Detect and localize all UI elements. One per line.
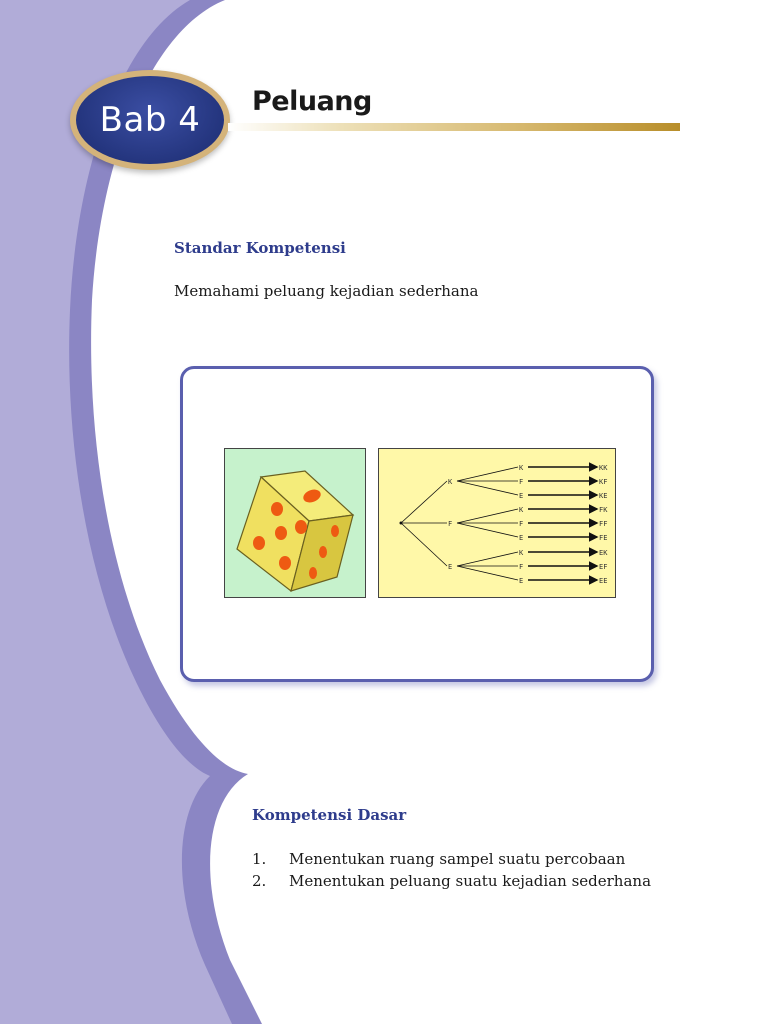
chapter-badge-inner: Bab 4 [76, 76, 224, 164]
tree-node-second: F [519, 520, 523, 528]
list-item-number: 2. [252, 872, 267, 890]
tree-node-first: F [448, 520, 452, 528]
tree-outcome: KE [599, 492, 607, 500]
dice-pip [295, 520, 307, 534]
tree-outcome: EK [599, 549, 608, 557]
list-item: 2. Menentukan peluang suatu kejadian sede… [252, 870, 651, 892]
dice-pip [309, 567, 317, 579]
tree-node-second: E [519, 492, 523, 500]
dice-illustration [224, 448, 366, 598]
tree-branch [400, 480, 448, 524]
tree-outcome: EF [599, 563, 607, 571]
dice-pip [253, 536, 265, 550]
chapter-title: Peluang [252, 86, 372, 117]
tree-node-second: F [519, 478, 523, 486]
side-panel-inner [0, 0, 232, 1024]
competency-list: 1. Menentukan ruang sampel suatu percobaa… [252, 848, 651, 892]
tree-outcome: KK [599, 464, 608, 472]
chapter-badge: Bab 4 [70, 70, 230, 170]
tree-node-first: K [448, 478, 453, 486]
tree-outcome: FF [599, 520, 607, 528]
standard-text: Memahami peluang kejadian sederhana [174, 282, 479, 300]
chapter-badge-label: Bab 4 [99, 100, 201, 140]
dice-pip [319, 546, 327, 558]
dice-pip [331, 525, 339, 537]
list-item: 1. Menentukan ruang sampel suatu percobaa… [252, 848, 651, 870]
dice-pip [271, 502, 283, 516]
tree-branch [456, 508, 519, 524]
tree-branch [456, 466, 519, 482]
dice-pip [279, 556, 291, 570]
tree-branch [456, 551, 519, 567]
tree-branch [456, 480, 519, 496]
tree-node-second: K [519, 549, 524, 557]
tree-outcome: KF [599, 478, 607, 486]
tree-branch [456, 565, 519, 581]
dice-pip [303, 489, 321, 503]
tree-branch [456, 522, 519, 538]
basic-heading: Kompetensi Dasar [252, 806, 407, 824]
tree-outcome: FE [599, 534, 607, 542]
dice-pip [275, 526, 287, 540]
tree-node-first: E [448, 563, 452, 571]
tree-node-second: K [519, 464, 524, 472]
list-item-text: Menentukan peluang suatu kejadian sederh… [289, 872, 652, 890]
tree-node-second: F [519, 563, 523, 571]
tree-branch [400, 522, 448, 567]
tree-node-second: E [519, 577, 523, 585]
tree-node-second: E [519, 534, 523, 542]
title-underline [228, 123, 680, 131]
standard-heading: Standar Kompetensi [174, 239, 346, 257]
tree-outcome: FK [599, 506, 608, 514]
tree-outcome: EE [599, 577, 607, 585]
list-item-text: Menentukan ruang sampel suatu percobaan [289, 850, 626, 868]
list-item-number: 1. [252, 850, 267, 868]
tree-node-second: K [519, 506, 524, 514]
